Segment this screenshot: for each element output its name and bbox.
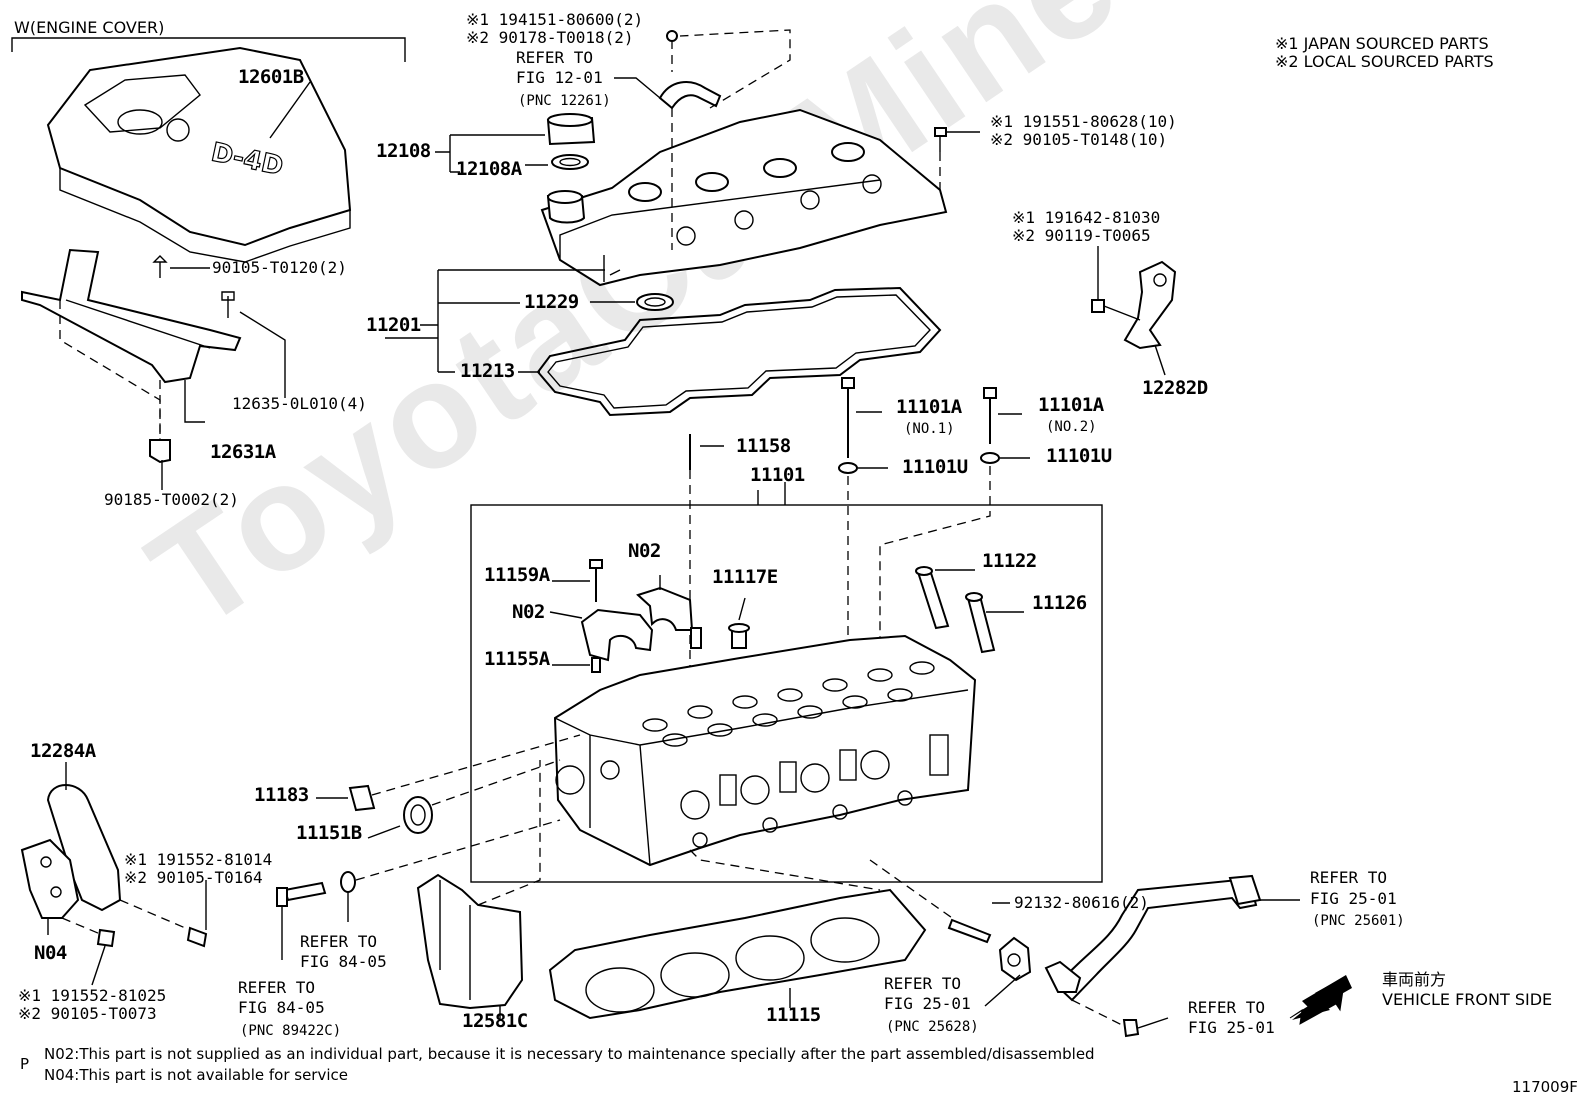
- vehicle-front-arrow: [1289, 975, 1352, 1025]
- stud-bolt-drawing: [689, 434, 724, 690]
- egr-pipe-drawing: [984, 874, 1300, 1038]
- part-label-11183[interactable]: 11183: [254, 784, 309, 806]
- legend-local-sourced: ※2 LOCAL SOURCED PARTS: [1275, 52, 1494, 71]
- valve-guide-drawing: [915, 566, 1024, 654]
- refer-fig-84-05-b-line1[interactable]: REFER TO: [238, 978, 316, 997]
- refer-fig-25-01-b-pnc: (PNC 25628): [886, 1019, 979, 1035]
- part-label-12108A[interactable]: 12108A: [456, 158, 522, 180]
- refer-fig-84-05-a-line1[interactable]: REFER TO: [300, 932, 378, 951]
- refer-fig-84-05-b-line2[interactable]: FIG 84-05: [238, 998, 325, 1017]
- manifold-stud-drawing: [869, 859, 1010, 944]
- part-label-11122[interactable]: 11122: [982, 550, 1037, 572]
- note-n04-text: N04:This part is not available for servi…: [44, 1066, 348, 1084]
- cover-bolt-drawing: [934, 127, 980, 190]
- part-label-92132-80616[interactable]: 92132-80616(2): [1014, 893, 1149, 912]
- bolt-no1-label: (NO.1): [904, 421, 955, 437]
- part-label-11101U-left[interactable]: 11101U: [902, 456, 968, 478]
- cylinder-head-drawing: [553, 634, 977, 867]
- head-cover-gasket-drawing: [518, 286, 942, 417]
- head-bolts-drawing: [838, 377, 1030, 640]
- part-label-11101A-no1[interactable]: 11101A: [896, 396, 962, 418]
- refer-fig-12-01-pnc: (PNC 12261): [518, 93, 611, 109]
- breather-hose-drawing: [614, 29, 791, 250]
- refer-fig-25-01-a-line1[interactable]: REFER TO: [1310, 868, 1388, 887]
- plug-seal-drawing: [590, 293, 674, 311]
- timing-plate-drawing: [416, 760, 541, 1020]
- part-label-12282D[interactable]: 12282D: [1142, 377, 1208, 399]
- part-label-90185-T0002[interactable]: 90185-T0002(2): [104, 490, 239, 509]
- part-label-290119-T0065[interactable]: ※2 90119-T0065: [1012, 226, 1151, 245]
- bolt-no2-label: (NO.2): [1046, 419, 1097, 435]
- part-label-11101U-right[interactable]: 11101U: [1046, 445, 1112, 467]
- refer-fig-25-01-b-line2[interactable]: FIG 25-01: [884, 994, 971, 1013]
- refer-fig-12-01-line2[interactable]: FIG 12-01: [516, 68, 603, 87]
- front-seal-drawing: [316, 734, 581, 839]
- camshaft-cap-drawing: [549, 575, 702, 662]
- part-label-12581C[interactable]: 12581C: [462, 1010, 528, 1032]
- part-label-12631A[interactable]: 12631A: [210, 441, 276, 463]
- note-marker-n02-top[interactable]: N02: [628, 540, 661, 562]
- part-label-11151B[interactable]: 11151B: [296, 822, 362, 844]
- part-label-11201[interactable]: 11201: [366, 314, 421, 336]
- part-label-194151-80600[interactable]: ※1 194151-80600(2): [466, 10, 644, 29]
- note-n02-text: N02:This part is not supplied as an indi…: [44, 1045, 1095, 1063]
- head-gasket-drawing: [548, 849, 927, 1020]
- sealing-plug-drawing: [728, 597, 750, 649]
- refer-fig-25-01-a-pnc: (PNC 25601): [1312, 913, 1405, 929]
- vehicle-front-label-jp: 車両前方: [1382, 970, 1447, 989]
- part-label-191552-81014[interactable]: ※1 191552-81014: [124, 850, 273, 869]
- part-label-290105-T0073[interactable]: ※2 90105-T0073: [18, 1004, 157, 1023]
- cap-bolt-drawing: [552, 559, 603, 673]
- note-marker-n02-left[interactable]: N02: [512, 601, 545, 623]
- note-marker-n04[interactable]: N04: [34, 942, 67, 964]
- refer-fig-25-01-c-line2[interactable]: FIG 25-01: [1188, 1018, 1275, 1037]
- cylinder-head-box: [470, 482, 1103, 883]
- engine-cover-bracket: [11, 37, 406, 62]
- part-label-11101A-no2[interactable]: 11101A: [1038, 394, 1104, 416]
- part-label-11101[interactable]: 11101: [750, 464, 805, 486]
- refer-fig-25-01-b-line1[interactable]: REFER TO: [884, 974, 962, 993]
- part-label-11155A[interactable]: 11155A: [484, 648, 550, 670]
- part-label-191642-81030[interactable]: ※1 191642-81030: [1012, 208, 1161, 227]
- refer-fig-84-05-b-pnc: (PNC 89422C): [240, 1023, 342, 1039]
- part-label-11159A[interactable]: 11159A: [484, 564, 550, 586]
- refer-fig-25-01-c-line1[interactable]: REFER TO: [1188, 998, 1266, 1017]
- part-label-11158[interactable]: 11158: [736, 435, 791, 457]
- part-label-290105-T0164[interactable]: ※2 90105-T0164: [124, 868, 263, 887]
- temperature-sensor-drawing: [276, 819, 561, 960]
- lifting-bracket-drawing: [1091, 246, 1177, 376]
- part-label-11115[interactable]: 11115: [766, 1004, 821, 1026]
- leader-lines: [269, 81, 759, 505]
- oil-filler-cap-drawing: [435, 113, 596, 173]
- part-label-12635-0L010[interactable]: 12635-0L010(4): [232, 394, 367, 413]
- part-label-11117E[interactable]: 11117E: [712, 566, 778, 588]
- part-label-290105-T0148[interactable]: ※2 90105-T0148(10): [990, 130, 1168, 149]
- part-label-90105-T0120[interactable]: 90105-T0120(2): [212, 258, 347, 277]
- assembly-11201-bracket: [420, 269, 605, 373]
- part-label-290178-T0018[interactable]: ※2 90178-T0018(2): [466, 28, 634, 47]
- part-label-11229[interactable]: 11229: [524, 291, 579, 313]
- cylinder-head-cover-drawing: [540, 108, 948, 287]
- notes-prefix: P: [20, 1055, 30, 1073]
- legend-japan-sourced: ※1 JAPAN SOURCED PARTS: [1275, 34, 1489, 53]
- vehicle-front-label-en: VEHICLE FRONT SIDE: [1382, 990, 1553, 1009]
- engine-hanger-drawing: [20, 762, 208, 986]
- part-label-12108[interactable]: 12108: [376, 140, 431, 162]
- part-label-11126[interactable]: 11126: [1032, 592, 1087, 614]
- part-label-191552-81025[interactable]: ※1 191552-81025: [18, 986, 167, 1005]
- part-label-11213[interactable]: 11213: [460, 360, 515, 382]
- refer-fig-25-01-a-line2[interactable]: FIG 25-01: [1310, 889, 1397, 908]
- part-label-12601B[interactable]: 12601B: [238, 66, 304, 88]
- figure-code: 117009F: [1512, 1078, 1578, 1096]
- refer-fig-12-01-line1[interactable]: REFER TO: [516, 48, 594, 67]
- engine-cover-group-label: W(ENGINE COVER): [14, 18, 165, 37]
- refer-fig-84-05-a-line2[interactable]: FIG 84-05: [300, 952, 387, 971]
- part-label-12284A[interactable]: 12284A: [30, 740, 96, 762]
- cover-stay-drawing: [21, 248, 286, 490]
- engine-cover-drawing: D-4D: [46, 46, 352, 263]
- part-label-191551-80628[interactable]: ※1 191551-80628(10): [990, 112, 1177, 131]
